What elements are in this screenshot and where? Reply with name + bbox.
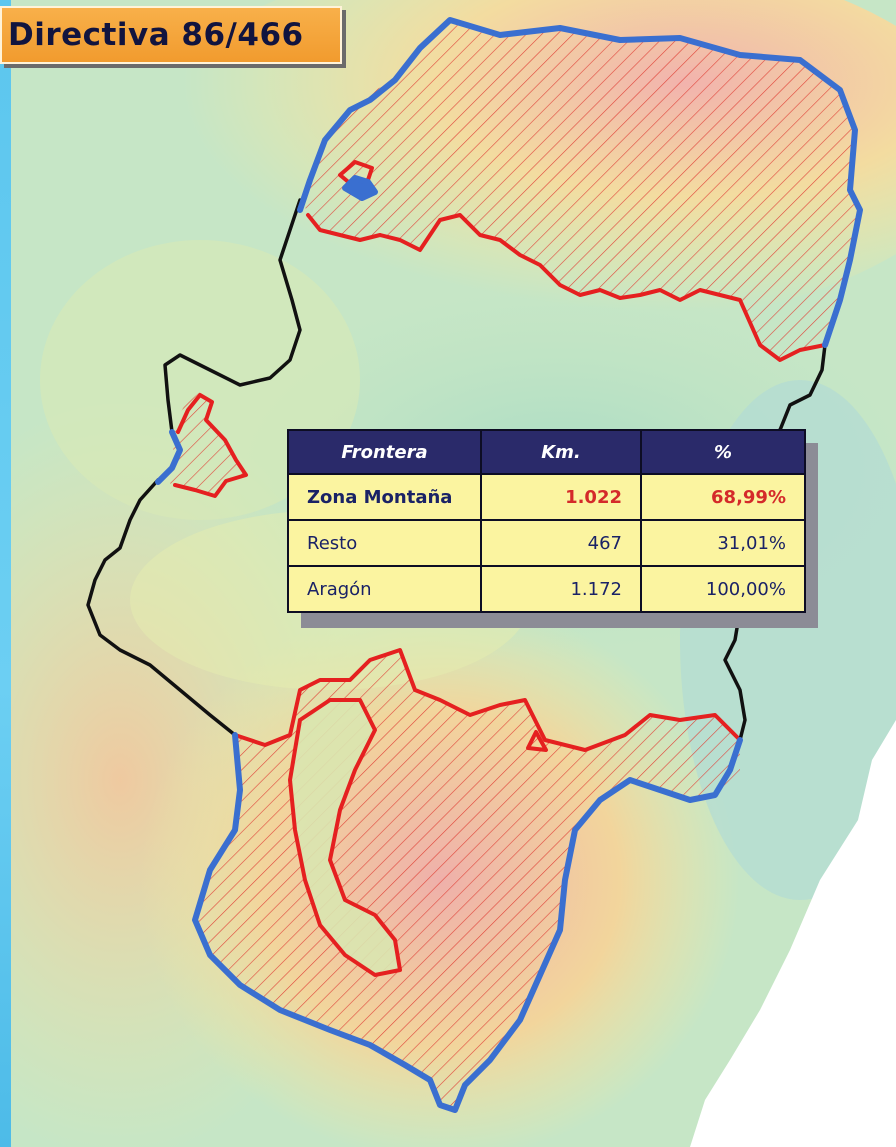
row-label: Zona Montaña xyxy=(287,473,482,521)
red-triangle xyxy=(526,730,548,752)
sea-area xyxy=(690,720,896,1147)
red-boundary-south xyxy=(233,648,742,752)
row-label: Aragón xyxy=(287,565,482,613)
red-boundary-corridor xyxy=(288,698,402,977)
border-stats-table: Frontera Km. % Zona Montaña 1.022 68,99%… xyxy=(287,429,806,613)
table-row: Aragón 1.172 100,00% xyxy=(287,565,806,613)
row-pct: 31,01% xyxy=(640,519,806,567)
row-pct: 68,99% xyxy=(640,473,806,521)
row-pct: 100,00% xyxy=(640,565,806,613)
row-km: 1.022 xyxy=(480,473,642,521)
header-frontera: Frontera xyxy=(287,429,482,475)
blue-border-south xyxy=(192,732,743,1113)
blue-lake xyxy=(342,175,378,201)
header-km: Km. xyxy=(480,429,642,475)
row-km: 1.172 xyxy=(480,565,642,613)
southern-corridor xyxy=(290,700,400,975)
row-km: 467 xyxy=(480,519,642,567)
blue-border-north xyxy=(297,17,863,348)
black-border-west xyxy=(163,198,302,434)
title-badge: Directiva 86/466 xyxy=(0,6,342,64)
table-row: Resto 467 31,01% xyxy=(287,519,806,567)
title-text: Directiva 86/466 xyxy=(8,17,304,53)
red-boundary-west xyxy=(173,393,248,498)
left-color-strip xyxy=(0,0,11,1147)
blue-border-west xyxy=(155,429,183,485)
red-boundary-north xyxy=(306,213,827,362)
row-label: Resto xyxy=(287,519,482,567)
black-border-southwest xyxy=(86,478,237,737)
mountain-zone-north xyxy=(300,20,860,360)
mountain-zone-west xyxy=(160,392,245,495)
header-pct: % xyxy=(640,429,806,475)
table-header-row: Frontera Km. % xyxy=(287,429,806,475)
table-row: Zona Montaña 1.022 68,99% xyxy=(287,473,806,521)
